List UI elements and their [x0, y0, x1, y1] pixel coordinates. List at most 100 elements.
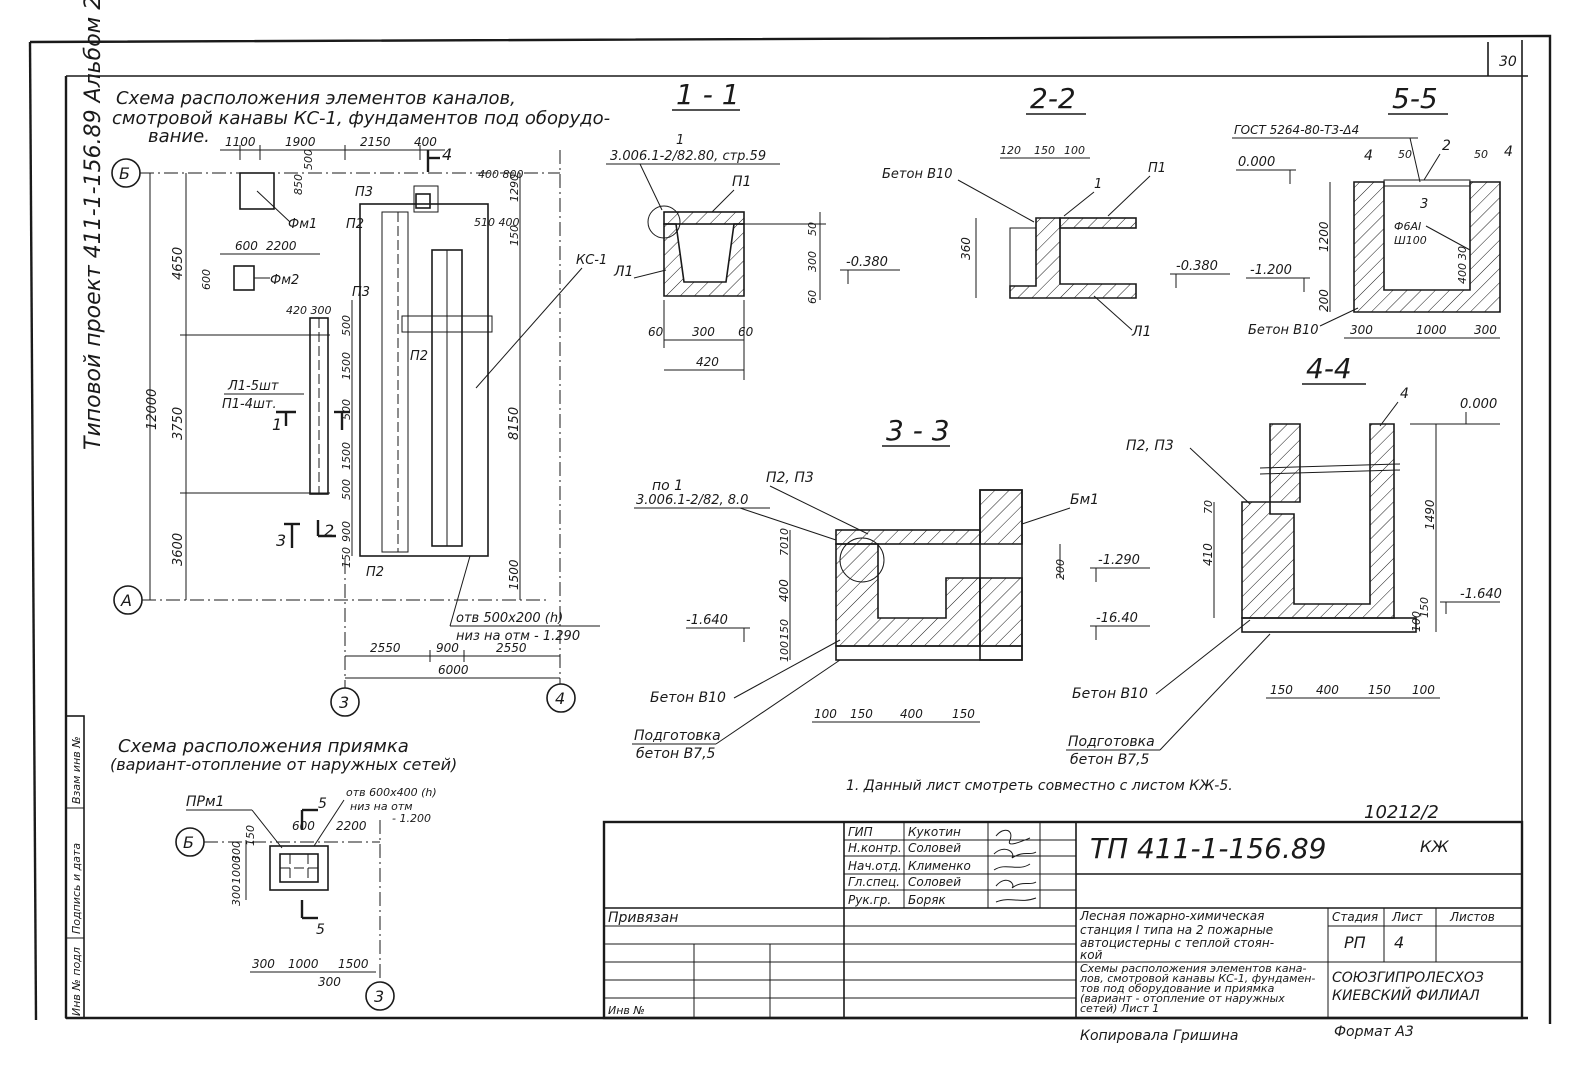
pit-h1500: 1500: [338, 957, 369, 971]
sheet-name-4: (вариант - отопление от наружных: [1080, 992, 1285, 1005]
dim-850: 850: [292, 174, 305, 195]
dim-900: 900: [436, 641, 459, 655]
dim-v500a: 500: [340, 315, 353, 336]
sec33-mark1290: -1.290: [1098, 553, 1140, 568]
section-2-2: 2-2 120 150 100 Бетон В10 1 П1 360 -0.38…: [882, 82, 1230, 340]
dim-2550b: 2550: [496, 641, 527, 655]
dim-1500: 1500: [507, 559, 521, 590]
sec44-n4: 4: [1400, 386, 1409, 402]
pit-hole-1: отв 600х400 (h): [346, 786, 437, 799]
fm1-label: Фм1: [288, 217, 317, 232]
inventory-number: 10212/2: [1364, 802, 1439, 823]
sec33-d150: 150: [778, 619, 791, 640]
dim-v1500a: 1500: [340, 352, 353, 380]
pit-d300a: 300: [230, 841, 243, 862]
plan-title-1: Схема расположения элементов каналов,: [116, 88, 516, 109]
sec22-n1: 1: [1094, 177, 1102, 192]
sec11-p1: П1: [732, 174, 751, 190]
sec22-d150: 150: [1034, 144, 1055, 157]
role-nkontr: Н.контр.: [848, 841, 902, 855]
sec22-d360: 360: [959, 237, 973, 260]
section-3-3-title: 3 - 3: [886, 414, 950, 447]
plan-scheme: Схема расположения элементов каналов, см…: [111, 88, 610, 717]
dim-1100: 1100: [225, 135, 256, 149]
sheet-number: 30: [1499, 54, 1517, 70]
role-nachotd: Нач.отд.: [848, 859, 902, 873]
sec22-beton: Бетон В10: [882, 167, 953, 182]
pit-scheme: Схема расположения приямка (вариант-отоп…: [110, 736, 457, 1011]
sec11-ref: 3.006.1-2/82.80, стр.59: [610, 149, 766, 164]
dim-420-300: 420 300: [286, 304, 332, 317]
cut-3-mark: 3: [276, 531, 286, 550]
sec44-d410: 410: [1201, 543, 1215, 566]
fm2-label: Фм2: [270, 273, 299, 288]
sec55-mark0: 0.000: [1238, 155, 1275, 170]
sec55-d30: 30: [1456, 246, 1469, 260]
dim-1290: 1290: [508, 174, 521, 202]
sec33-d70: 70: [778, 542, 791, 556]
sec33-mark1640b: -16.40: [1096, 611, 1138, 626]
side-stamp-inv: Инв № подл: [70, 947, 83, 1016]
sec33-h400: 400: [900, 707, 923, 721]
axis-b-marker: Б: [119, 164, 130, 183]
sec55-n4a: 4: [1364, 148, 1373, 164]
plan-title-2: смотровой канавы КС-1, фундаментов под о…: [112, 108, 610, 129]
ks1-label: КС-1: [576, 253, 607, 268]
dim-150: 150: [508, 225, 521, 246]
sheet-header: Лист: [1391, 910, 1423, 924]
pit-title-2: (вариант-отопление от наружных сетей): [110, 755, 457, 774]
pit-d150: 150: [244, 825, 257, 846]
sec44-mark0: 0.000: [1460, 397, 1497, 412]
sec44-beton: Бетон В10: [1072, 686, 1148, 702]
stage-header: Стадия: [1332, 910, 1378, 924]
sec33-h150b: 150: [952, 707, 975, 721]
sec44-prep: Подготовка: [1068, 734, 1155, 750]
signatures: [993, 829, 1037, 903]
role-gip: ГИП: [848, 825, 873, 839]
pit-label: ПРм1: [186, 794, 224, 810]
pit-hole-3: - 1.200: [392, 812, 431, 825]
side-project-label: Типовой проект 411-1-156.89 Альбом 2: [81, 0, 106, 450]
sec11-dv50: 50: [806, 222, 819, 236]
section-1-1: 1 - 1 1 3.006.1-2/82.80, стр.59 П1 Л1 60…: [606, 78, 900, 380]
pit-cut-top: 5: [318, 796, 327, 812]
cut-4-mark: 4: [442, 145, 452, 164]
pit-h1000: 1000: [288, 957, 319, 971]
sec44-prep2: бетон В7,5: [1070, 752, 1150, 768]
section-5-5-title: 5-5: [1392, 82, 1438, 115]
sec33-prep2: бетон В7,5: [636, 746, 716, 762]
dim-12000: 12000: [145, 389, 160, 430]
object-line-4: кой: [1080, 948, 1103, 962]
sec55-step: Ш100: [1394, 234, 1427, 247]
sec11-mark: -0.380: [846, 255, 888, 270]
pit-d2200: 2200: [336, 819, 367, 833]
dim-v150: 150: [340, 547, 353, 568]
title-mark: КЖ: [1420, 837, 1449, 856]
org-line-2: КИЕВСКИЙ ФИЛИАЛ: [1332, 986, 1480, 1004]
sec33-ref: 3.006.1-2/82, 8.0: [636, 493, 748, 508]
object-line-3: автоцистерны с теплой стоян-: [1080, 936, 1274, 950]
sheet-name-1: Схемы расположения элементов кана-: [1080, 962, 1307, 975]
sec33-mark1640: -1.640: [686, 613, 728, 628]
p1-label: П1-4шт.: [222, 397, 277, 412]
sec11-l1: Л1: [613, 264, 633, 280]
section-2-2-title: 2-2: [1030, 82, 1076, 115]
object-line-2: станция I типа на 2 пожарные: [1080, 923, 1273, 937]
sheet-name-5: сетей) Лист 1: [1080, 1002, 1159, 1015]
role-rukgr: Рук.гр.: [848, 893, 891, 907]
sec44-h400: 400: [1316, 683, 1339, 697]
p2-label-bottom: П2: [366, 565, 384, 580]
sec55-beton: Бетон В10: [1248, 323, 1319, 338]
dim-v500b: 500: [340, 399, 353, 420]
dim-3600: 3600: [171, 533, 186, 566]
sec55-d50b: 50: [1474, 148, 1488, 161]
sec55-d300b: 300: [1474, 323, 1497, 337]
p3-label-top: П3: [355, 185, 373, 200]
hole-note-1: отв 500х200 (h): [456, 611, 563, 626]
title-code: ТП 411-1-156.89: [1090, 832, 1327, 865]
sec44-d150: 150: [1418, 597, 1431, 618]
pit-axis-3: 3: [374, 987, 384, 1006]
sec11-d60b: 60: [738, 325, 754, 339]
name-gip: Кукотин: [908, 825, 961, 839]
